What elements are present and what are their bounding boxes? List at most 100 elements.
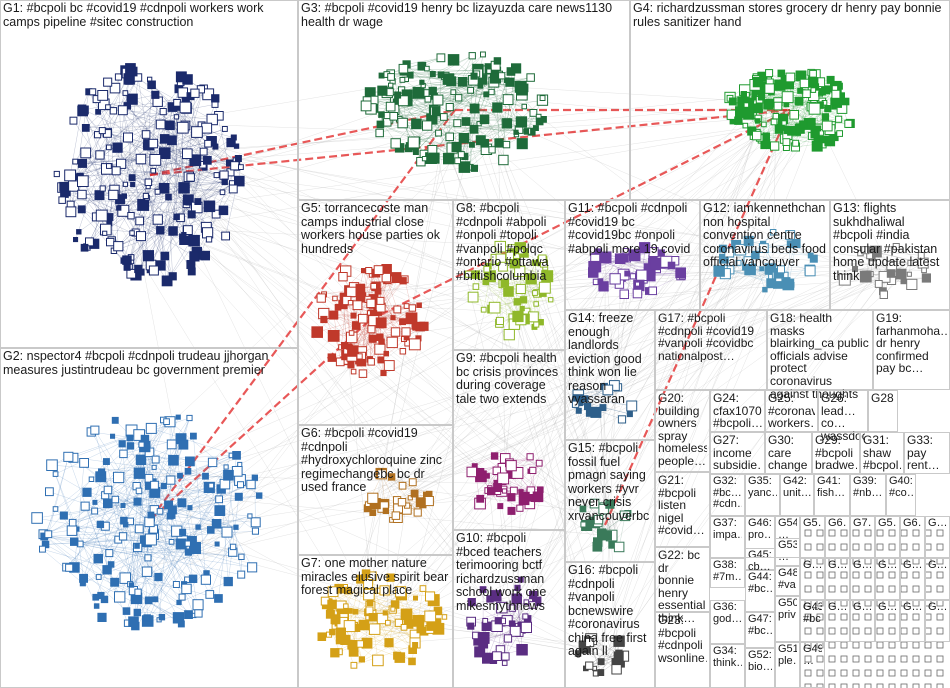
group-panel-g48: G48: #va… xyxy=(775,566,800,596)
edge xyxy=(99,154,142,160)
edge xyxy=(483,637,523,650)
edge xyxy=(392,399,595,491)
edge xyxy=(507,260,615,605)
edge xyxy=(606,271,638,399)
edge xyxy=(51,465,105,600)
edge xyxy=(125,92,195,257)
edge xyxy=(82,163,110,218)
edge xyxy=(129,459,142,585)
edge xyxy=(371,576,383,619)
edge xyxy=(595,263,769,650)
edge xyxy=(480,470,498,499)
node xyxy=(924,641,932,649)
group-label: G37: impa… xyxy=(713,518,742,541)
group-label: G47: #bc… xyxy=(748,614,772,637)
edge xyxy=(391,476,418,513)
group-label: G49: … xyxy=(803,644,822,667)
group-panel-g3: G3: #bcpoli #covid19 henry bc lizayuzda … xyxy=(298,0,630,200)
edge xyxy=(323,313,412,319)
node xyxy=(864,655,872,663)
edge xyxy=(787,75,802,131)
node xyxy=(876,669,884,677)
edge xyxy=(98,419,164,559)
edge xyxy=(399,116,777,485)
group-panel-small: G… xyxy=(850,558,875,600)
node xyxy=(888,683,896,688)
edge xyxy=(151,88,204,269)
edge xyxy=(595,263,865,394)
edge xyxy=(453,92,456,146)
edge xyxy=(119,123,493,471)
edge xyxy=(147,544,180,622)
node xyxy=(864,683,872,688)
edge xyxy=(403,68,471,91)
edge xyxy=(150,539,253,568)
edge xyxy=(149,319,371,521)
edge xyxy=(470,123,619,530)
edge xyxy=(186,267,757,512)
edge xyxy=(177,192,611,523)
edge xyxy=(446,139,598,662)
edge xyxy=(515,253,741,623)
edge xyxy=(486,94,507,145)
group-panel-g42: G42: unit… xyxy=(780,474,814,516)
edge xyxy=(107,489,131,522)
edge xyxy=(178,581,229,603)
edge xyxy=(118,207,192,215)
group-label: G16: #bcpoli #cdnpoli #vanpoli bcnewswir… xyxy=(568,564,647,658)
node xyxy=(828,669,836,677)
edge xyxy=(514,295,592,654)
edge xyxy=(512,472,595,524)
edge xyxy=(107,172,500,488)
edge xyxy=(173,133,648,273)
edge xyxy=(595,124,820,399)
edge xyxy=(765,101,815,145)
group-panel-g54: G54: … xyxy=(775,516,800,558)
edge xyxy=(461,94,487,155)
edge xyxy=(517,106,823,303)
edge xyxy=(601,109,766,535)
edge xyxy=(406,103,782,598)
node xyxy=(936,655,944,663)
edge xyxy=(106,461,137,599)
edge xyxy=(497,107,500,143)
edge xyxy=(101,460,174,473)
group-panel-g12: G12: iamkennethchan non hospital convent… xyxy=(700,200,830,310)
node xyxy=(936,669,944,677)
edge xyxy=(153,120,768,568)
edge xyxy=(107,489,169,506)
edge xyxy=(609,262,654,396)
edge xyxy=(179,126,768,228)
edge xyxy=(106,514,152,570)
edge xyxy=(69,108,83,176)
group-label: G… xyxy=(803,602,822,613)
node xyxy=(864,669,872,677)
group-label: G44: #bc… xyxy=(748,572,772,595)
edge xyxy=(105,526,108,570)
edge xyxy=(349,403,617,637)
edge xyxy=(158,139,511,617)
group-label: G50: priv… xyxy=(778,598,797,621)
edge xyxy=(173,504,390,547)
group-panel-small: G5… xyxy=(800,516,825,558)
group-panel-g23: G23: #bcpoli #cdnpoli wsonline… xyxy=(655,612,710,688)
group-panel-small: G… xyxy=(925,600,950,642)
edge xyxy=(119,226,366,629)
node xyxy=(864,641,872,649)
group-panel-g13: G13: flights sukhdhaliwal #bcpoli #india… xyxy=(830,200,950,310)
group-label: G6… xyxy=(903,518,922,529)
edge xyxy=(62,199,189,204)
edge xyxy=(108,160,237,167)
node xyxy=(840,683,848,688)
edge xyxy=(127,105,173,108)
edge xyxy=(131,88,204,274)
group-label: G39: #nb… xyxy=(853,476,883,499)
edge xyxy=(188,204,619,395)
edge xyxy=(105,525,183,542)
edge xyxy=(44,536,148,559)
group-panel-g28: G28 xyxy=(868,390,898,432)
group-panel-g30: G30: care change… xyxy=(765,432,812,474)
group-panel-g11: G11: #bcpoli #cdnpoli #covid19 bc #covid… xyxy=(565,200,700,310)
edge xyxy=(596,259,899,650)
